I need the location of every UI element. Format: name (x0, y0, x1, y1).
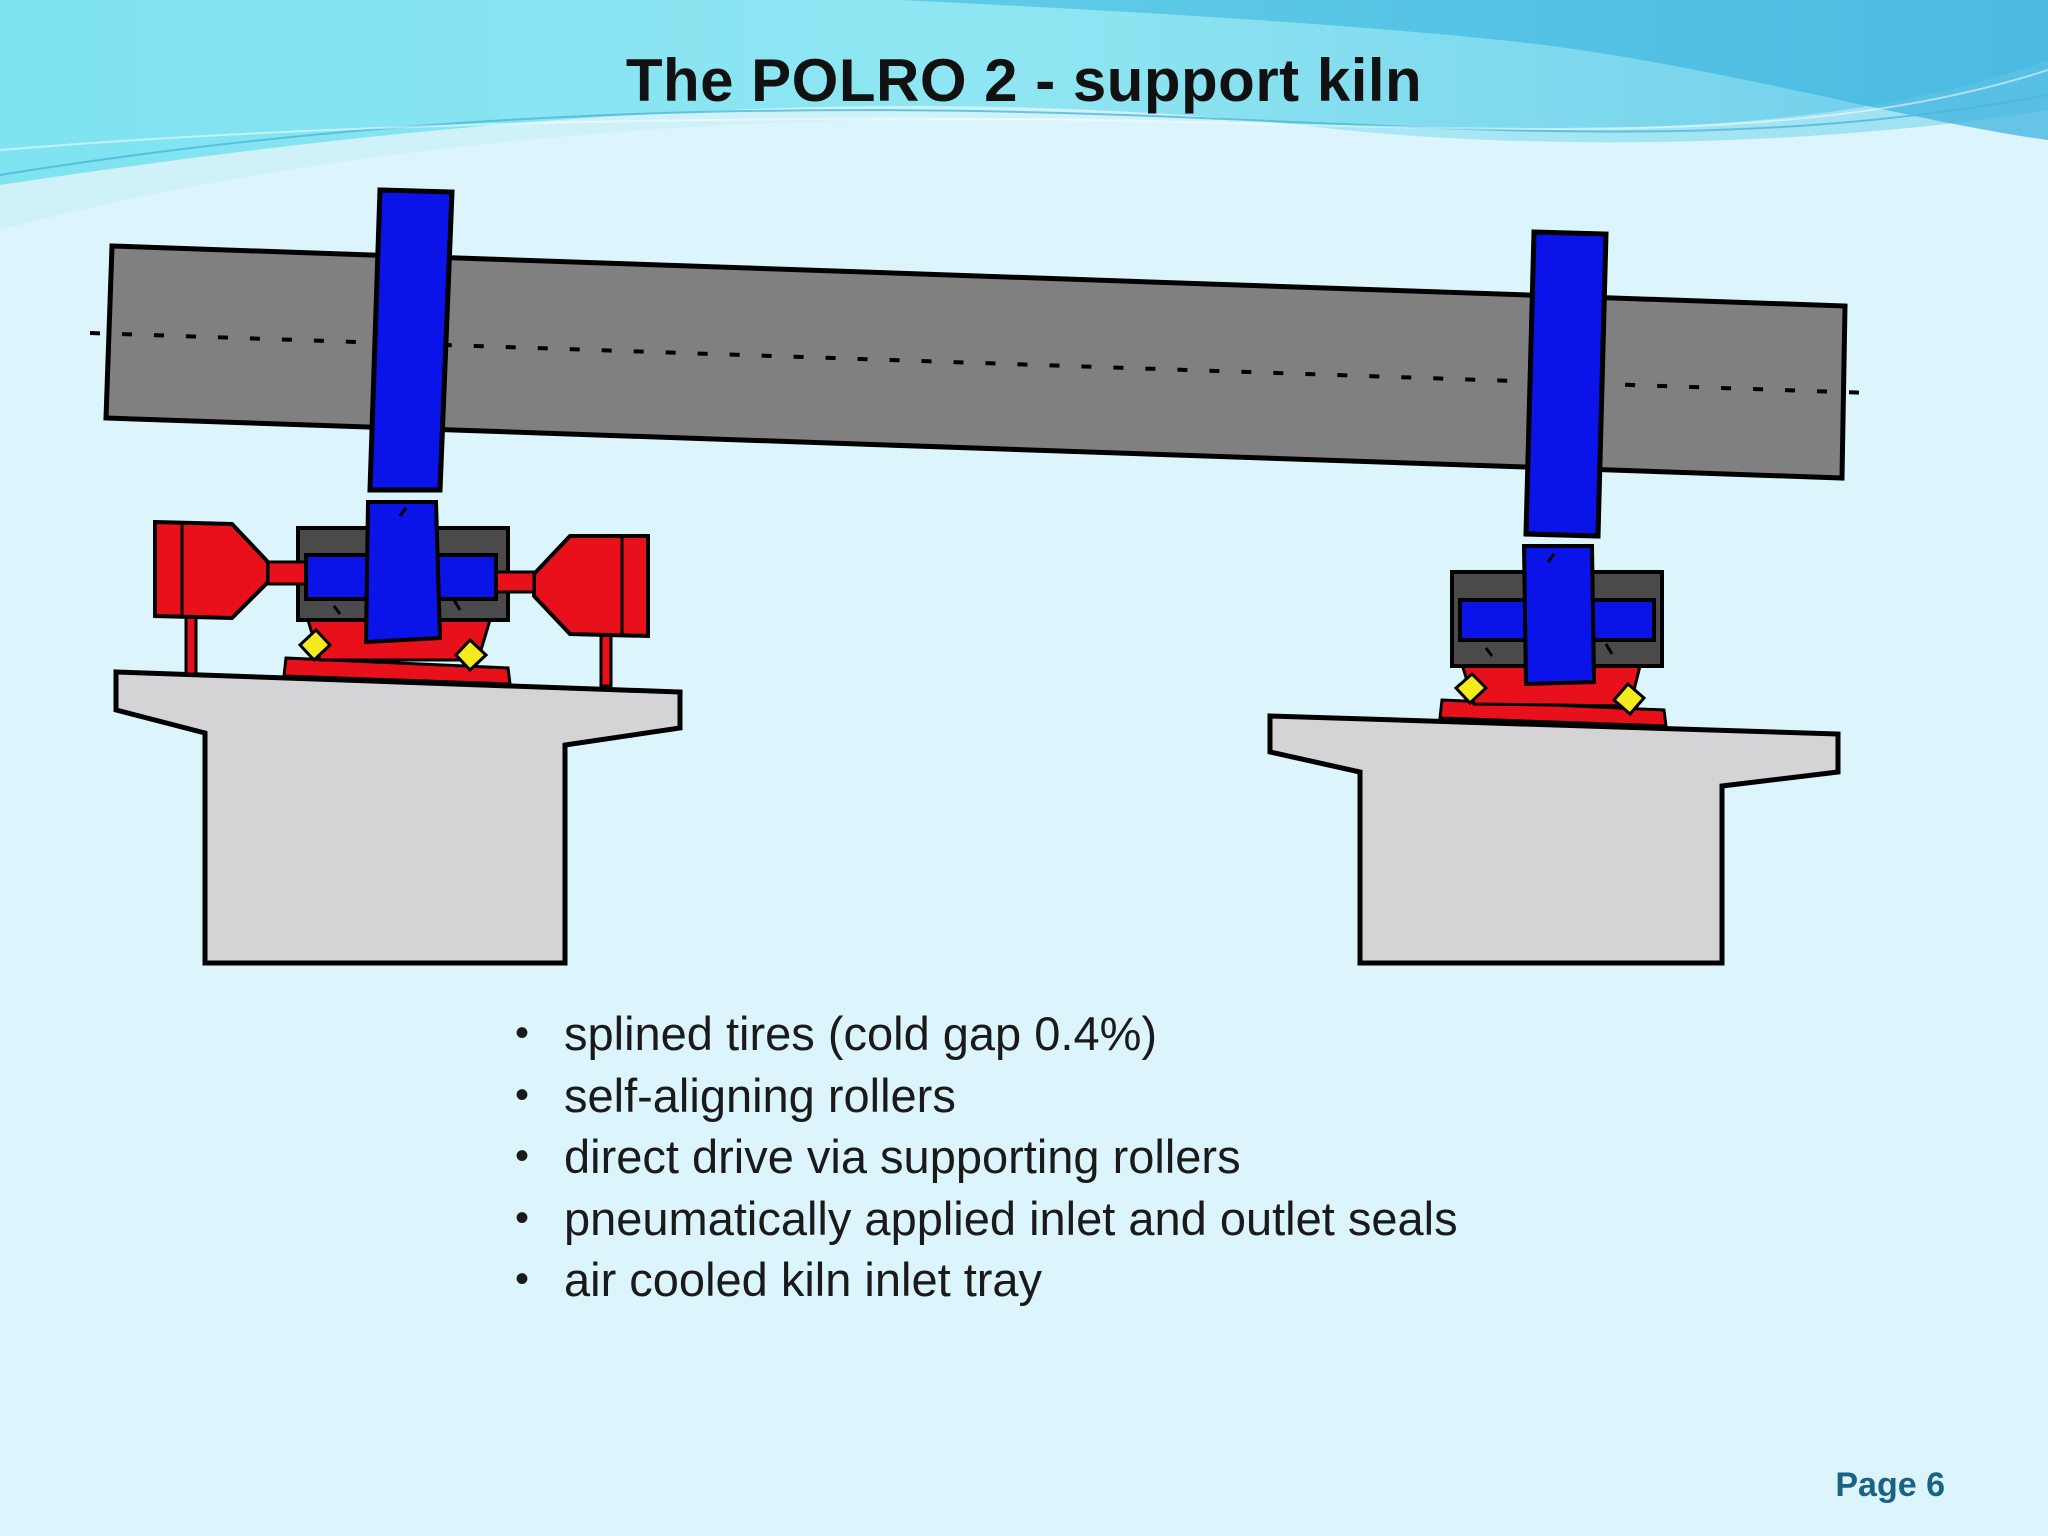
feature-bullet-list: • splined tires (cold gap 0.4%) • self-a… (515, 1003, 1458, 1311)
bullet-text: splined tires (cold gap 0.4%) (564, 1007, 1158, 1060)
bullet-text: pneumatically applied inlet and outlet s… (564, 1191, 1458, 1245)
right-tire (1523, 229, 1609, 539)
bullet-symbol: • (515, 1195, 530, 1240)
bullet-text: direct drive via supporting rollers (564, 1130, 1241, 1183)
bullet-symbol: • (515, 1072, 530, 1117)
kiln-shell (103, 243, 1848, 481)
left-pad-left (297, 627, 333, 663)
left-concrete-pier (113, 669, 683, 966)
slide-title: The POLRO 2 - support kiln (625, 47, 1423, 114)
bullet-item: • air cooled kiln inlet tray (515, 1249, 1458, 1311)
bullet-text: self-aligning rollers (564, 1068, 956, 1122)
left-drive-motor-left (153, 519, 270, 621)
bullet-item: • direct drive via supporting rollers (515, 1126, 1458, 1188)
left-base-plate (282, 656, 512, 686)
right-pad-left (1453, 671, 1489, 706)
left-motor-leg-right (599, 630, 613, 688)
right-pad-right (1611, 681, 1647, 717)
left-pad-right (453, 637, 489, 673)
page-number: Page 6 (1835, 1466, 1945, 1504)
left-tire (367, 187, 455, 493)
bullet-item: • self-aligning rollers (515, 1065, 1458, 1127)
bullet-symbol: • (515, 1257, 530, 1301)
bullet-symbol: • (515, 1134, 530, 1178)
bullet-text: air cooled kiln inlet tray (564, 1253, 1043, 1306)
bullet-item: • splined tires (cold gap 0.4%) (515, 1003, 1458, 1065)
bullet-item: • pneumatically applied inlet and outlet… (515, 1188, 1458, 1250)
right-concrete-pier (1267, 713, 1841, 966)
left-drive-motor-right (532, 534, 650, 639)
left-drive-shaft-right (492, 570, 536, 594)
left-supporting-roller (363, 500, 443, 645)
bullet-symbol: • (515, 1011, 530, 1055)
right-supporting-roller (1521, 544, 1597, 687)
left-drive-shaft-left (266, 560, 310, 586)
left-motor-leg-left (184, 610, 198, 676)
